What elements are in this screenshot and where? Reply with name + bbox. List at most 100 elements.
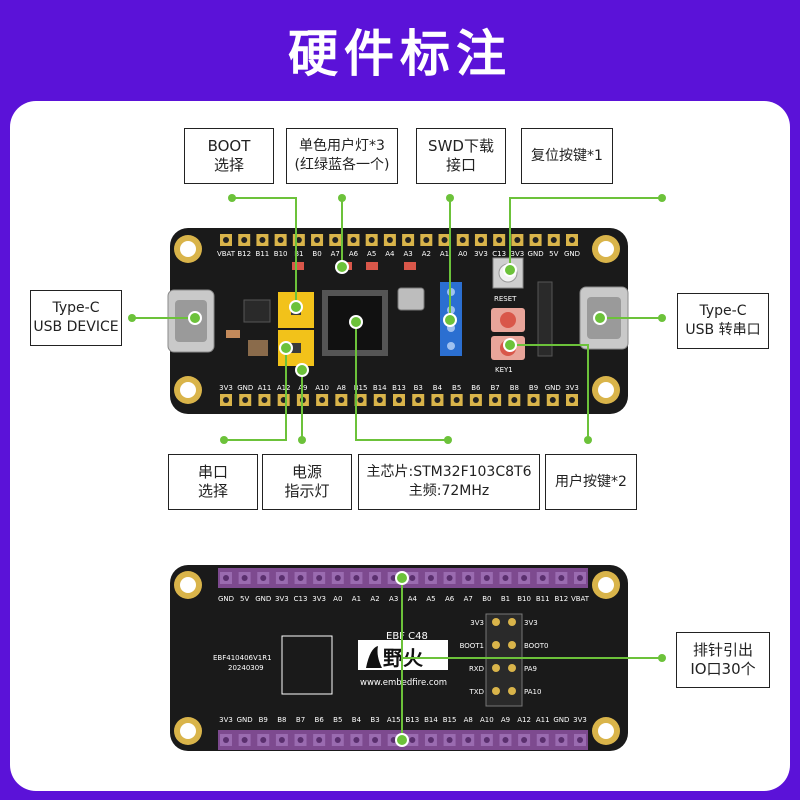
pin-hole [259, 237, 266, 243]
pin-hole [427, 575, 434, 581]
silk-website: www.embedfire.com [360, 678, 447, 688]
pin-label: B11 [256, 250, 270, 258]
pin-label: B10 [517, 595, 531, 603]
middle-pin-label: TXD [469, 688, 484, 696]
pin-hole [409, 575, 416, 581]
pin-label: 3V3 [565, 384, 579, 392]
pin-label: GND [237, 716, 253, 724]
pin-label: A2 [422, 250, 431, 258]
pin-hole [223, 737, 229, 743]
pin-hole [549, 397, 556, 403]
pin-hole [472, 397, 479, 403]
pin-hole [241, 737, 248, 743]
label-line: BOOT [207, 137, 251, 155]
pin-label: B13 [392, 384, 406, 392]
pin-hole [376, 397, 383, 403]
pin-label: B14 [424, 716, 438, 724]
pin-label: A12 [277, 384, 291, 392]
pin-hole [353, 737, 360, 743]
label-line: 主频:72MHz [408, 483, 490, 499]
pin-hole [223, 575, 229, 581]
label-pin-header: 排针引出 IO口30个 [676, 632, 770, 688]
pin-hole [295, 237, 302, 243]
pin-hole [514, 237, 521, 243]
pin-label: 3V3 [511, 250, 525, 258]
label-usb-serial: Type-C USB 转串口 [677, 293, 769, 349]
header-pins-bottom [220, 734, 586, 746]
pin-hole [241, 575, 248, 581]
middle-pin-label: 3V3 [470, 619, 484, 627]
pin-hole [446, 737, 453, 743]
pin-hole [278, 737, 285, 743]
pin-label: A5 [426, 595, 435, 603]
pin-hole [223, 397, 229, 403]
label-main-chip: 主芯片:STM32F103C8T6 主频:72MHz [358, 454, 540, 510]
pin-label: B12 [237, 250, 251, 258]
middle-pin-pad [492, 687, 500, 695]
middle-pin-label: PA10 [524, 688, 541, 696]
pin-label: VBAT [217, 250, 236, 258]
pin-hole [316, 575, 323, 581]
pin-hole [496, 237, 503, 243]
pin-label: B1 [294, 250, 303, 258]
pin-hole [521, 737, 528, 743]
pin-label: B13 [405, 716, 419, 724]
pin-hole [441, 237, 448, 243]
pin-hole [483, 737, 490, 743]
pin-label: GND [564, 250, 580, 258]
pin-hole [277, 237, 284, 243]
middle-pin-label: RXD [469, 665, 484, 673]
pin-label: 3V3 [573, 716, 587, 724]
middle-header [485, 613, 523, 707]
pin-label: A8 [464, 716, 473, 724]
pin-label: GND [545, 384, 561, 392]
pin-label: B0 [312, 250, 321, 258]
pin-label: A6 [445, 595, 455, 603]
pin-label: B7 [296, 716, 305, 724]
pin-hole [502, 737, 509, 743]
label-line: SWD下载 [428, 137, 494, 155]
pin-label: B10 [274, 250, 288, 258]
label-line: (红绿蓝各一个) [294, 157, 390, 173]
pin-label: B15 [443, 716, 457, 724]
pin-hole [297, 575, 304, 581]
pin-hole [558, 575, 565, 581]
pin-hole [316, 737, 323, 743]
middle-pin-label: PA9 [524, 665, 537, 673]
pin-hole [314, 237, 321, 243]
pin-hole [569, 397, 575, 403]
pin-hole [530, 397, 537, 403]
label-line: 选择 [197, 482, 228, 500]
pin-label: GND [255, 595, 271, 603]
label-usb-device: Type-C USB DEVICE [30, 290, 122, 346]
pin-pads-top [220, 234, 578, 246]
middle-pin-label: BOOT1 [460, 642, 484, 650]
label-line: 主芯片:STM32F103C8T6 [366, 464, 532, 480]
label-user-keys: 用户按键*2 [545, 454, 637, 510]
silk-board-name: EBF C48 [386, 631, 428, 642]
label-line: 指示灯 [284, 482, 330, 500]
pin-hole [465, 737, 472, 743]
pin-hole [550, 237, 557, 243]
pin-label: 3V3 [219, 384, 233, 392]
pin-label: A4 [408, 595, 418, 603]
pin-hole [569, 237, 575, 243]
pin-label: A0 [458, 250, 467, 258]
pin-label: 3V3 [219, 716, 233, 724]
pin-label: C13 [492, 250, 506, 258]
silk-reset: RESET [494, 295, 517, 303]
flame-icon [366, 646, 382, 668]
pin-label: A4 [385, 250, 395, 258]
pin-label: B5 [333, 716, 342, 724]
pin-label: B5 [452, 384, 461, 392]
silk-key1: KEY1 [495, 366, 513, 374]
pin-label: B3 [414, 384, 423, 392]
middle-pin-pad [492, 618, 500, 626]
label-line: 选择 [213, 156, 244, 174]
label-line: 复位按键*1 [531, 147, 603, 164]
